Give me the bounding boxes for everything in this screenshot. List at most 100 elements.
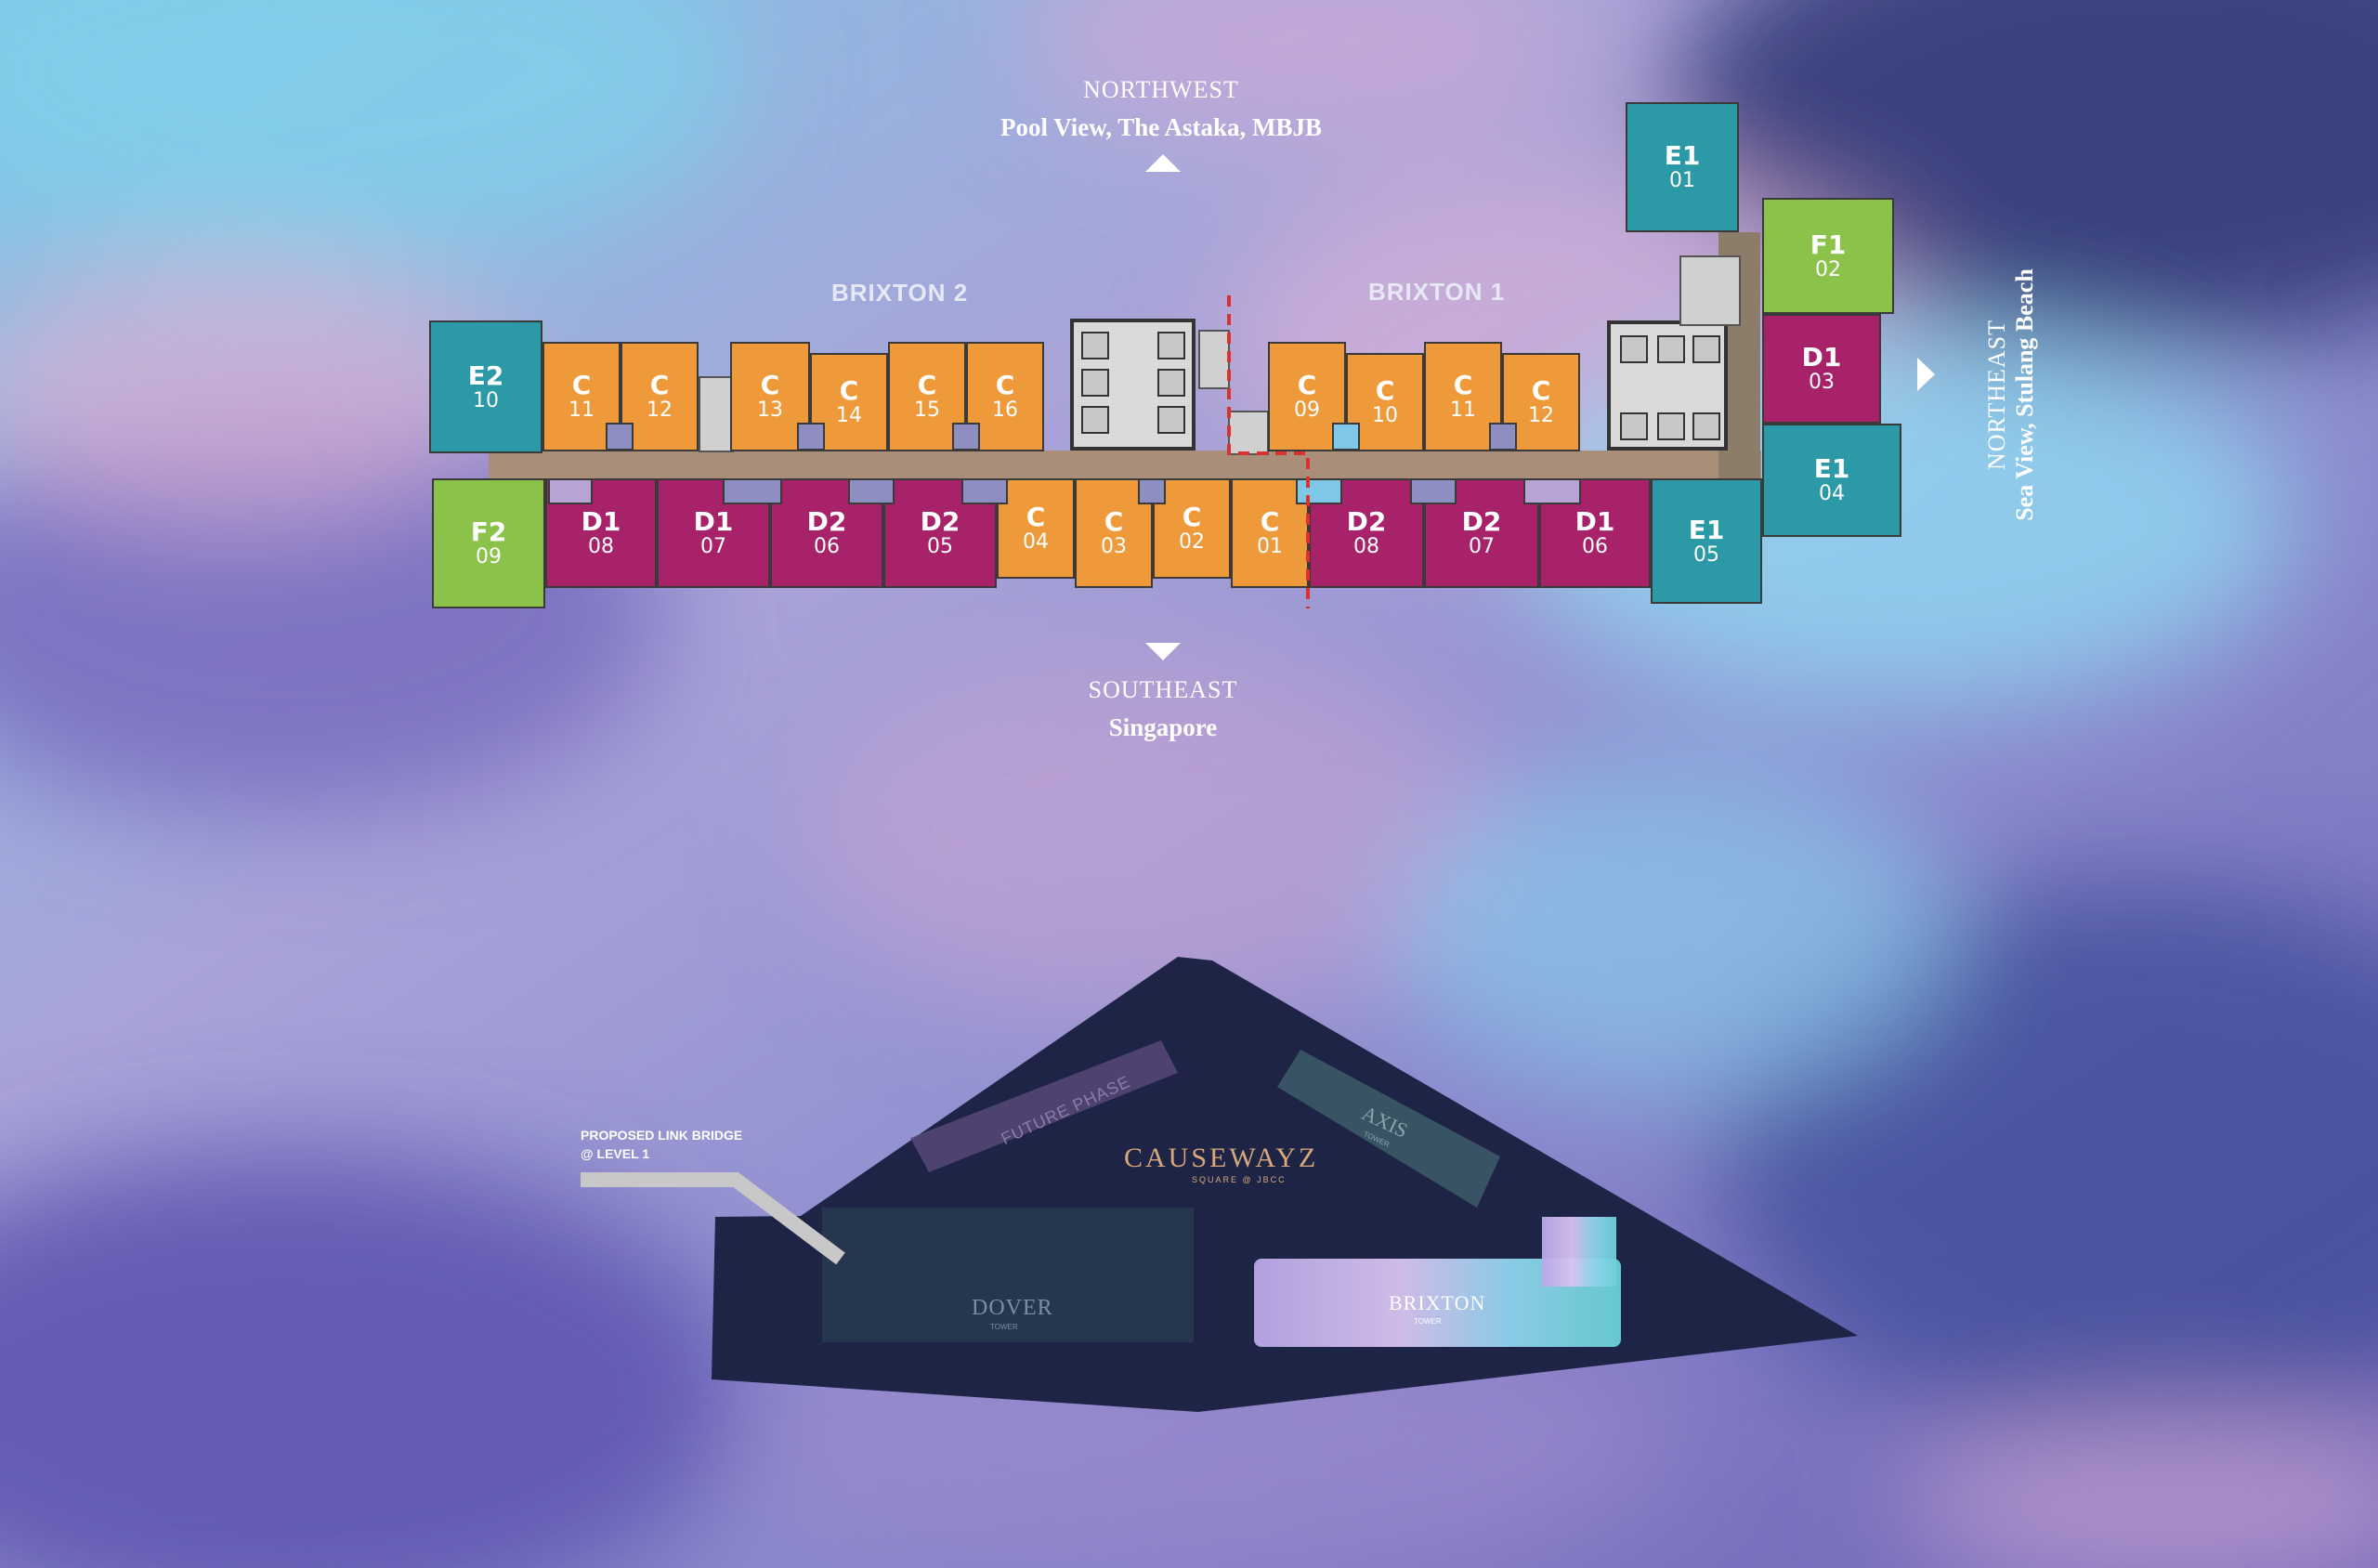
unit-type: E2 (467, 359, 504, 391)
unit-type: C (1531, 375, 1551, 406)
link-bridge-label: PROPOSED LINK BRIDGE (581, 1128, 743, 1143)
unit-type: C (917, 370, 937, 400)
unit-type: C (1026, 502, 1046, 532)
brand-logo: CAUSEWAYZ (1124, 1143, 1319, 1173)
unit-number: 12 (1528, 404, 1554, 427)
unit-type: C (1375, 375, 1395, 406)
unit-number: 06 (1582, 535, 1608, 558)
unit-type: F1 (1810, 229, 1847, 260)
unit-type: D2 (920, 506, 960, 537)
unit-type: C (649, 370, 670, 400)
northwest-view: Pool View, The Astaka, MBJB (1000, 113, 1323, 141)
balcony (723, 478, 782, 504)
unit-type: C (995, 370, 1015, 400)
unit-type: C (571, 370, 592, 400)
unit-number: 10 (1372, 404, 1398, 427)
unit-number: 13 (757, 399, 783, 422)
stairwell (699, 376, 734, 452)
balcony (961, 478, 1008, 504)
balcony (1296, 478, 1342, 504)
brixton-tower-wing (1542, 1217, 1616, 1287)
balcony (1523, 478, 1581, 504)
unit-type: D2 (1346, 506, 1387, 537)
unit-type: E1 (1664, 140, 1701, 171)
unit-type: D2 (806, 506, 847, 537)
southeast-heading: SOUTHEAST (1088, 676, 1238, 703)
main-corridor (489, 451, 1761, 478)
unit-number: 15 (914, 399, 940, 422)
future-phase-block (910, 1040, 1178, 1172)
unit-number: 05 (927, 535, 953, 558)
southeast-view: Singapore (1108, 713, 1218, 741)
unit-number: 04 (1819, 482, 1845, 505)
unit-number: 10 (473, 388, 499, 412)
balcony (797, 423, 825, 451)
unit-type: D2 (1461, 506, 1502, 537)
unit-type: D1 (1574, 506, 1615, 537)
unit-type: C (1104, 506, 1124, 537)
balcony (548, 478, 593, 504)
unit-type: D1 (581, 506, 621, 537)
unit-number: 07 (1469, 535, 1495, 558)
unit-number: 09 (476, 545, 502, 568)
balcony (848, 478, 895, 504)
brand-subtitle: SQUARE @ JBCC (1192, 1175, 1287, 1184)
unit-type: C (1182, 502, 1202, 532)
unit-number: 02 (1815, 257, 1841, 281)
northwest-heading: NORTHWEST (1083, 76, 1239, 103)
link-bridge-path (581, 1172, 845, 1265)
unit-number: 04 (1023, 530, 1049, 554)
unit-type: E1 (1813, 453, 1850, 484)
unit-type: E1 (1688, 514, 1725, 545)
dover-tower-label: DOVER (972, 1296, 1053, 1320)
axis-tower-block (1277, 1050, 1500, 1208)
unit-number: 05 (1693, 542, 1719, 567)
dover-tower-sub: TOWER (990, 1323, 1018, 1331)
unit-type: C (1453, 370, 1473, 400)
tower-divider-line (1227, 295, 1310, 608)
unit-type: C (839, 375, 859, 406)
north-arrow-icon (1145, 154, 1181, 172)
tower-label-brixton-2: BRIXTON 2 (831, 279, 969, 307)
unit-number: 01 (1257, 535, 1283, 558)
tower-label-brixton-1: BRIXTON 1 (1368, 278, 1506, 306)
unit-number: 01 (1669, 169, 1695, 192)
lift-core-brixton-1 (1607, 320, 1728, 451)
unit-number: 03 (1101, 535, 1127, 558)
unit-number: 07 (700, 535, 726, 558)
brixton-tower-label: BRIXTON (1389, 1291, 1486, 1314)
unit-type: C (760, 370, 780, 400)
balcony (1410, 478, 1457, 504)
unit-type: C (1297, 370, 1317, 400)
unit-type: D1 (1801, 342, 1842, 372)
unit-number: 08 (588, 535, 614, 558)
unit-number: 14 (836, 404, 862, 427)
dover-tower-block (822, 1208, 1194, 1342)
balcony (606, 423, 634, 451)
unit-number: 12 (647, 399, 673, 422)
lift-core-brixton-2 (1070, 319, 1196, 451)
balcony (952, 423, 980, 451)
stair-core (1679, 255, 1741, 326)
brixton-tower-block (1254, 1259, 1621, 1347)
unit-number: 08 (1353, 535, 1379, 558)
unit-number: 06 (814, 535, 840, 558)
unit-type: D1 (693, 506, 734, 537)
